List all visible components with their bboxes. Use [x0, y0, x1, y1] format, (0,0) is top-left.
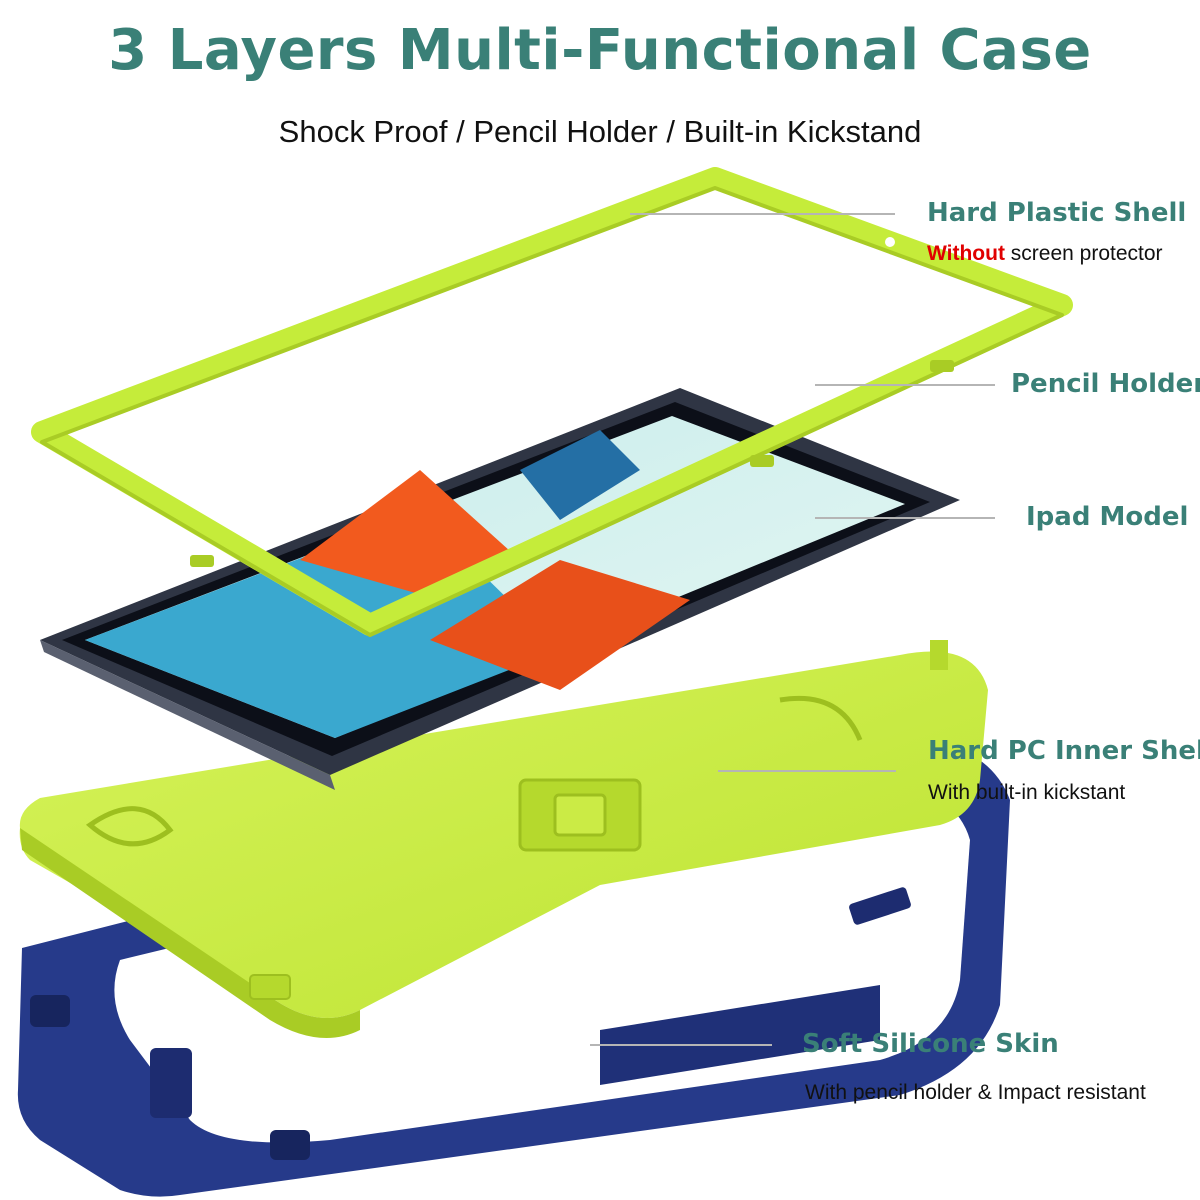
note-hard-pc-inner-shell: With built-in kickstant	[928, 781, 1126, 804]
tablet-model	[40, 388, 960, 790]
label-soft-silicone-skin: Soft Silicone Skin	[802, 1029, 1059, 1059]
page-subtitle: Shock Proof / Pencil Holder / Built-in K…	[278, 114, 922, 149]
hard-pc-inner-shell	[19, 640, 988, 1038]
page-title: 3 Layers Multi-Functional Case	[108, 18, 1092, 83]
note-soft-silicone-skin: With pencil holder & Impact resistant	[805, 1081, 1146, 1104]
leader-hard-plastic-shell	[630, 213, 895, 215]
label-ipad-model: Ipad Model	[1026, 502, 1189, 532]
note-hard-plastic-shell: Without screen protector	[927, 242, 1163, 266]
leader-pencil-holder	[815, 384, 995, 386]
leader-hard-pc-inner-shell	[718, 770, 896, 772]
hard-plastic-shell	[31, 167, 1073, 637]
note-warning-text: Without	[927, 242, 1005, 265]
label-pencil-holder: Pencil Holder	[1011, 369, 1200, 399]
label-hard-plastic-shell: Hard Plastic Shell	[927, 198, 1187, 228]
label-hard-pc-inner-shell: Hard PC Inner Shell	[928, 736, 1200, 766]
note-rest-text: screen protector	[1004, 242, 1163, 265]
leader-soft-silicone-skin	[590, 1044, 772, 1046]
leader-ipad-model	[815, 517, 995, 519]
